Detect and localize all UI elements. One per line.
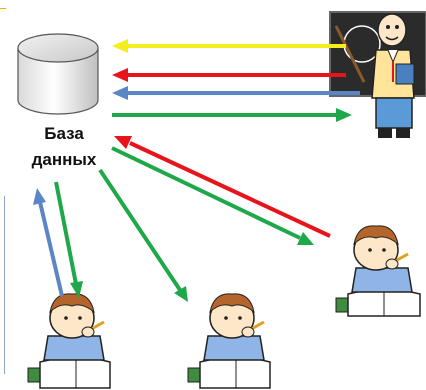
arrow-red-student3-to-db <box>114 136 331 238</box>
arrow-yellow-teacher-to-db <box>112 39 346 53</box>
arrow-blue-teacher-to-db <box>112 86 360 100</box>
database-cylinder-icon <box>17 33 99 115</box>
arrow-green-db-to-student3 <box>111 146 314 245</box>
teacher-at-blackboard-icon <box>329 11 426 138</box>
student-writing-icon <box>335 225 421 317</box>
arrow-red-teacher-to-db <box>112 68 346 82</box>
database-label-line1: База <box>44 124 84 143</box>
student-writing-icon <box>187 293 271 389</box>
database-label-line2: данных <box>31 150 97 169</box>
student-writing-icon <box>27 293 111 389</box>
arrow-green-db-to-student1 <box>54 181 83 298</box>
arrow-blue-student1-to-db <box>33 188 64 297</box>
corner-decoration <box>0 8 6 9</box>
arrow-green-db-to-teacher <box>112 108 352 122</box>
frame-edge <box>4 196 9 374</box>
arrow-green-db-to-student2 <box>98 168 188 302</box>
